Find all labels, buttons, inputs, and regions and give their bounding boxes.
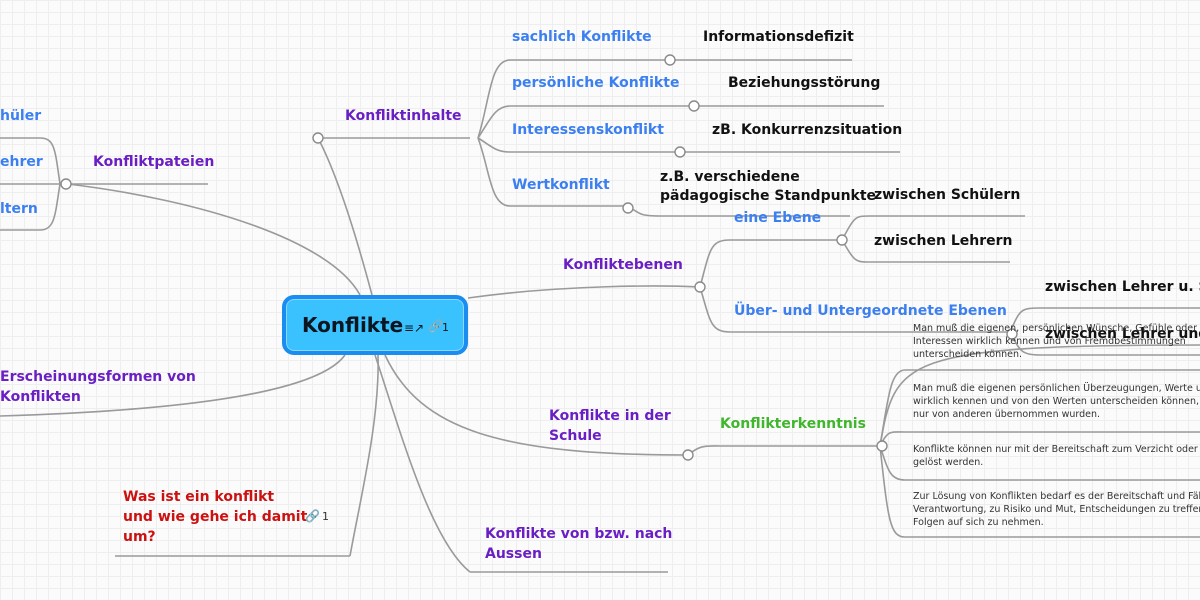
topic-konfliktebenen[interactable]: Konfliktebenen — [563, 257, 683, 273]
topic-informationsdefizit[interactable]: Informationsdefizit — [703, 29, 854, 45]
topic-interessenskonflikt[interactable]: Interessenskonflikt — [512, 122, 664, 138]
link-count: 1 — [322, 510, 329, 523]
topic-line: Konflikte von bzw. nach — [485, 526, 673, 542]
topic-konflikte-in-der-schule[interactable]: Konflikte in der Schule — [549, 406, 671, 446]
note-line: unterscheiden können. — [913, 349, 1023, 360]
link-count: 1 — [442, 321, 449, 334]
topic-line: Konflikte in der — [549, 408, 671, 424]
note-line: Verantwortung, zu Risiko und Mut, Entsch… — [913, 504, 1200, 515]
note-verzicht[interactable]: Konflikte können nur mit der Bereitschaf… — [913, 443, 1200, 469]
note-line: wirklich kennen und von den Werten unter… — [913, 396, 1200, 407]
topic-line: um? — [123, 529, 156, 545]
topic-lehrer[interactable]: ehrer — [0, 154, 43, 170]
note-line: Folgen auf sich zu nehmen. — [913, 517, 1044, 528]
topic-line: Was ist ein konflikt — [123, 489, 275, 505]
topic-zwischen-schuelern[interactable]: zwischen Schülern — [874, 187, 1021, 203]
note-line: Zur Lösung von Konflikten bedarf es der … — [913, 491, 1200, 502]
topic-eltern[interactable]: ltern — [0, 201, 38, 217]
topic-line: Schule — [549, 428, 602, 444]
note-loesung[interactable]: Zur Lösung von Konflikten bedarf es der … — [913, 490, 1200, 529]
topic-line: z.B. verschiedene — [660, 169, 800, 185]
topic-line: Konflikten — [0, 389, 81, 405]
central-topic[interactable]: Konflikte ≡↗ 🔗 1 — [282, 295, 468, 355]
topic-beziehungsstoerung[interactable]: Beziehungsstörung — [728, 75, 881, 91]
topic-konflikte-aussen[interactable]: Konflikte von bzw. nach Aussen — [485, 524, 672, 564]
note-wuensche[interactable]: Man muß die eigenen, persönlichen Wünsch… — [913, 322, 1197, 361]
central-title: Konflikte — [302, 313, 404, 337]
note-line: gelöst werden. — [913, 457, 984, 468]
topic-konflikterkenntnis[interactable]: Konflikterkenntnis — [720, 416, 866, 432]
link-icon[interactable]: 🔗 — [428, 319, 443, 333]
topic-konkurrenzsituation[interactable]: zB. Konkurrenzsituation — [712, 122, 903, 138]
topic-konfliktinhalte[interactable]: Konfliktinhalte — [345, 108, 462, 124]
topic-wertkonflikt[interactable]: Wertkonflikt — [512, 177, 610, 193]
topic-konfliktparteien[interactable]: Konfliktpateien — [93, 154, 215, 170]
topic-eine-ebene[interactable]: eine Ebene — [734, 210, 822, 226]
topic-was-ist-ein-konflikt[interactable]: Was ist ein konflikt und wie gehe ich da… — [123, 487, 307, 547]
topic-ueber-untergeordnete-ebenen[interactable]: Über- und Untergeordnete Ebenen — [734, 303, 1007, 319]
topic-line: Erscheinungsformen von — [0, 369, 196, 385]
topic-line: Aussen — [485, 546, 542, 562]
note-line: Interessen wirklich kennen und von Fremd… — [913, 336, 1186, 347]
note-line: nur von anderen übernommen wurden. — [913, 409, 1101, 420]
topic-zwischen-lehrern[interactable]: zwischen Lehrern — [874, 233, 1013, 249]
note-line: Man muß die eigenen, persönlichen Wünsch… — [913, 323, 1197, 334]
topic-paedagogische-standpunkte[interactable]: z.B. verschiedene pädagogische Standpunk… — [660, 168, 876, 206]
topic-persoenliche-konflikte[interactable]: persönliche Konflikte — [512, 75, 680, 91]
note-icon[interactable]: ≡↗ — [404, 321, 425, 335]
topic-sachlich-konflikte[interactable]: sachlich Konflikte — [512, 29, 652, 45]
link-icon[interactable]: 🔗 — [305, 509, 320, 523]
topic-erscheinungsformen[interactable]: Erscheinungsformen von Konflikten — [0, 367, 196, 407]
note-line: Konflikte können nur mit der Bereitschaf… — [913, 444, 1200, 455]
topic-line: pädagogische Standpunkte — [660, 188, 877, 204]
note-line: Man muß die eigenen persönlichen Überzeu… — [913, 383, 1200, 394]
topic-zwischen-lehrer-und[interactable]: zwischen Lehrer und — [1045, 326, 1200, 342]
topic-schueler[interactable]: hüler — [0, 108, 42, 124]
topic-line: und wie gehe ich damit — [123, 509, 308, 525]
topic-zwischen-lehrer-u-schueler[interactable]: zwischen Lehrer u. Sc — [1045, 279, 1200, 295]
note-ueberzeugungen[interactable]: Man muß die eigenen persönlichen Überzeu… — [913, 382, 1200, 421]
